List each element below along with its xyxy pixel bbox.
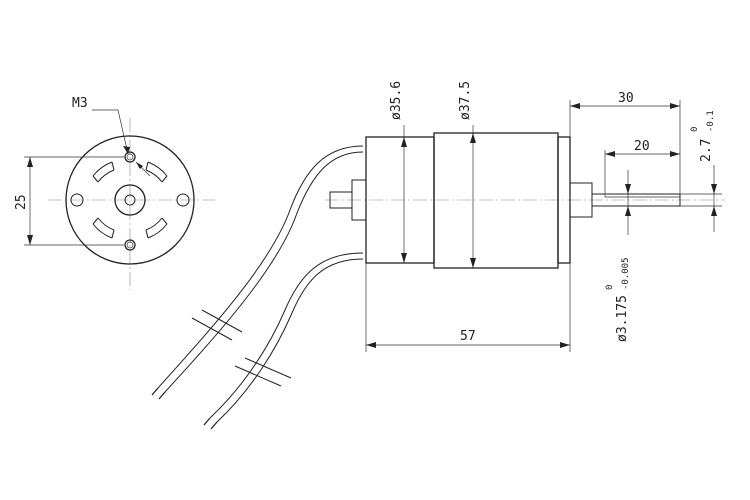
shaft-flat-len-label: 20 bbox=[634, 139, 650, 154]
vent-slot bbox=[92, 161, 113, 177]
mounting-hole-top bbox=[124, 151, 136, 163]
flat-height-label: 2.7 bbox=[699, 139, 714, 162]
shaft-hole bbox=[124, 194, 136, 206]
front-end-view: M3 25 bbox=[14, 96, 215, 290]
shaft-total-label: 30 bbox=[618, 91, 634, 106]
side-hole bbox=[70, 193, 84, 207]
output-shaft bbox=[591, 193, 681, 207]
vent-slot bbox=[147, 161, 168, 177]
flat-height-tol-lower: -0.1 bbox=[706, 110, 716, 132]
end-cap-outline bbox=[65, 135, 195, 265]
body-dia-outer-label: ø37.5 bbox=[458, 81, 473, 120]
side-view bbox=[325, 132, 725, 269]
shaft-dia-tol-lower: -0.005 bbox=[621, 257, 631, 290]
vent-slot bbox=[92, 223, 113, 239]
body-dia-inner-label: ø35.6 bbox=[389, 81, 404, 120]
flat-height-tol-upper: 0 bbox=[690, 127, 700, 132]
side-hole bbox=[176, 193, 190, 207]
mounting-hole-bottom bbox=[124, 239, 136, 251]
hole-spacing-label: 25 bbox=[14, 194, 29, 210]
body-length-label: 57 bbox=[460, 329, 476, 344]
motor-can bbox=[433, 132, 559, 269]
shaft-dia-label: ø3.175 bbox=[615, 295, 630, 342]
side-dimensions: ø35.6 ø37.5 57 30 20 2.7 0 -0.1 bbox=[365, 81, 722, 352]
shaft-dia-tol-upper: 0 bbox=[605, 285, 615, 290]
thread-label: M3 bbox=[72, 96, 88, 111]
vent-slot bbox=[147, 223, 168, 239]
bearing-boss bbox=[114, 184, 146, 216]
lead-wires bbox=[151, 145, 364, 430]
